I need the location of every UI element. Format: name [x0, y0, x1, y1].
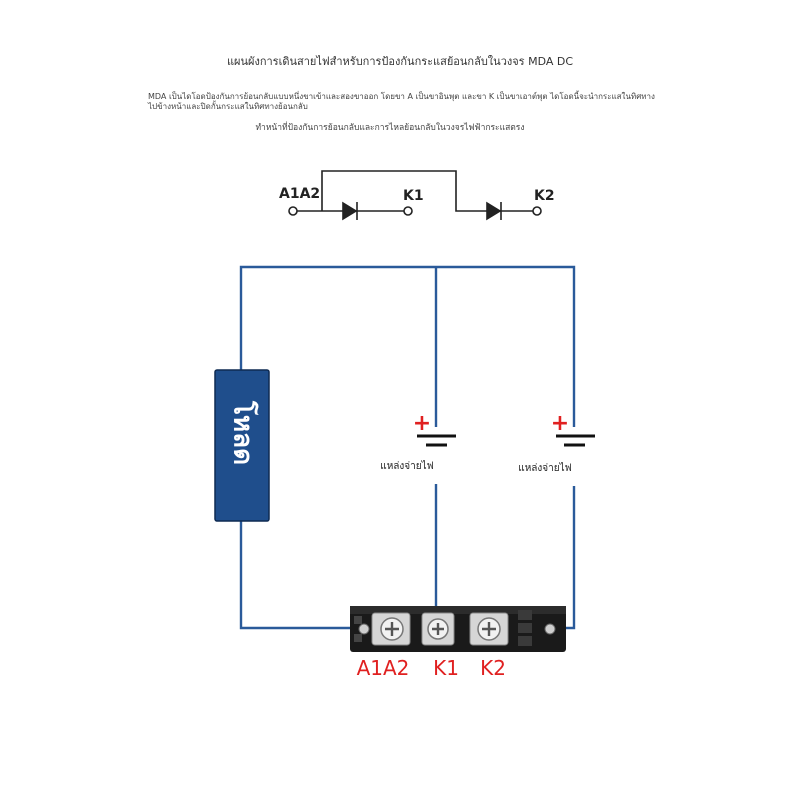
diode1-icon — [342, 201, 358, 221]
load-label: โหลด — [228, 400, 260, 465]
terminal-label-a: A1A2 — [357, 656, 410, 680]
screw-cross — [385, 622, 399, 636]
slot-left-1 — [354, 616, 362, 624]
mount-hole-left — [358, 623, 370, 635]
load-bottom-wire — [239, 520, 364, 630]
power-source-1-label: แหล่งจ่ายไฟ — [380, 460, 434, 472]
power-source-1: + แหล่งจ่ายไฟ — [380, 411, 456, 472]
slot-left-2 — [354, 634, 362, 642]
module-top-edge — [350, 606, 566, 614]
screw-cross — [432, 623, 444, 635]
slot-right-1 — [518, 610, 532, 620]
slot-right-2 — [518, 623, 532, 633]
mount-hole-right — [544, 623, 556, 635]
power-source-2: + แหล่งจ่ายไฟ — [518, 411, 595, 474]
plus-icon: + — [413, 411, 431, 436]
terminal-label-k1: K1 — [433, 656, 459, 680]
terminal-a-dot — [288, 206, 298, 216]
plus-icon: + — [551, 411, 569, 436]
screw-cross — [482, 622, 496, 636]
description-line-1: MDA เป็นไดโอดป้องกันการย้อนกลับแบบหนึ่งข… — [148, 92, 655, 101]
load: โหลด — [214, 369, 270, 522]
diode2-icon — [486, 201, 502, 221]
power-source-2-label: แหล่งจ่ายไฟ — [518, 462, 572, 474]
description-line-2: ไปข้างหน้าและปิดกั้นกระแสในทิศทางย้อนกลั… — [148, 102, 308, 111]
description-line-3: ทำหน้าที่ป้องกันการย้อนกลับและการไหลย้อน… — [255, 123, 525, 133]
description: MDA เป็นไดโอดป้องกันการย้อนกลับแบบหนึ่งข… — [148, 92, 668, 112]
terminal-k1-dot — [403, 206, 413, 216]
mda-symbol — [288, 170, 542, 221]
symbol-label-k1: K1 — [403, 188, 424, 204]
bridge-wire — [321, 170, 480, 212]
circuit-wires — [239, 265, 576, 630]
symbol-label-k2: K2 — [534, 188, 555, 204]
terminal-label-k2: K2 — [480, 656, 506, 680]
terminal-k2-dot — [532, 206, 542, 216]
top-wire — [239, 265, 576, 427]
symbol-label-a: A1A2 — [279, 186, 320, 202]
mda-module — [350, 606, 566, 652]
slot-right-3 — [518, 636, 532, 646]
diagram-title: แผนผังการเดินสายไฟสำหรับการป้องกันกระแสย… — [226, 55, 574, 68]
load-body — [214, 369, 270, 522]
